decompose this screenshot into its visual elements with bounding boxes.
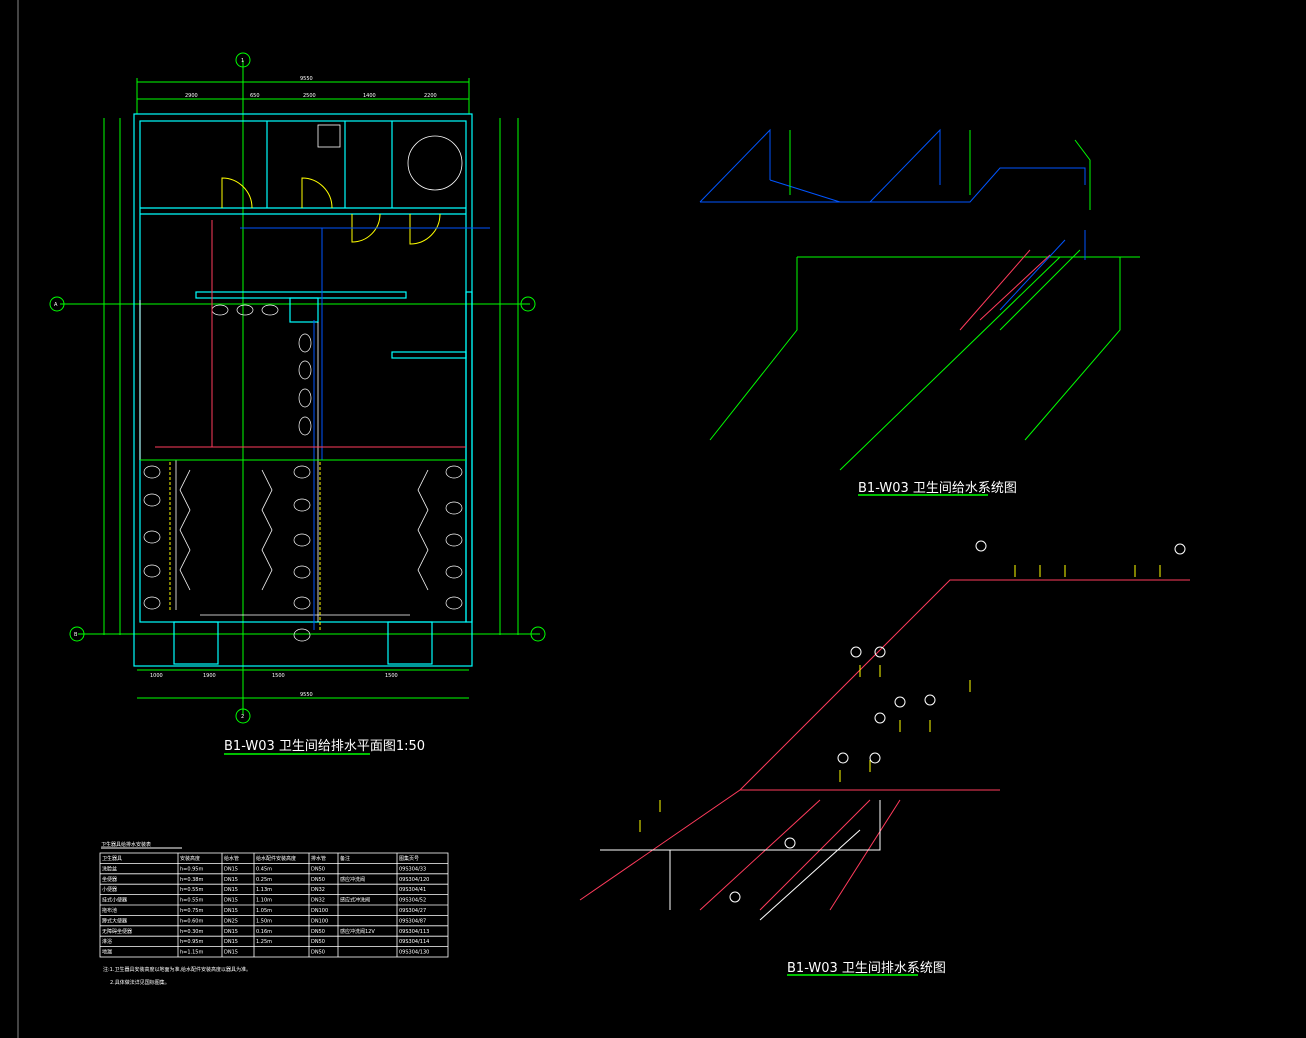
table-cell: 1.13m bbox=[256, 887, 272, 893]
table-cell: 地漏 bbox=[102, 949, 112, 956]
table-cell: 09S304/41 bbox=[399, 887, 426, 893]
table-cell: DN25 bbox=[224, 918, 238, 924]
table-cell: h=0.95m bbox=[180, 866, 203, 872]
dim-top-seg: 2500 bbox=[303, 93, 316, 99]
table-cell: h=0.60m bbox=[180, 918, 203, 924]
table-cell: 0.16m bbox=[256, 929, 272, 935]
table-cell: h=1.15m bbox=[180, 950, 203, 956]
dimension-lines bbox=[49, 52, 546, 724]
table-cell: 1.50m bbox=[256, 918, 272, 924]
axis-label: 2 bbox=[241, 714, 244, 720]
table-cell: DN32 bbox=[311, 887, 325, 893]
table-header: 卫生器具 bbox=[102, 855, 122, 862]
table-cell: h=0.55m bbox=[180, 887, 203, 893]
table-cell: DN50 bbox=[311, 950, 325, 956]
table-cell: 1.10m bbox=[256, 898, 272, 904]
table-cell: 1.05m bbox=[256, 908, 272, 914]
table-cell: DN50 bbox=[311, 866, 325, 872]
table-cell: DN15 bbox=[224, 877, 238, 883]
table-cell: h=0.95m bbox=[180, 939, 203, 945]
table-header: 安装高度 bbox=[180, 855, 200, 862]
table-cell: 洗脸盆 bbox=[102, 865, 117, 872]
dim-top-total: 9550 bbox=[300, 76, 313, 82]
axis-label: A bbox=[54, 302, 58, 308]
table-header: 给水管 bbox=[224, 855, 239, 862]
table-cell: h=0.38m bbox=[180, 877, 203, 883]
axis-label: 1 bbox=[241, 58, 244, 64]
doors bbox=[221, 177, 441, 245]
table-cell: h=0.55m bbox=[180, 898, 203, 904]
dim-bottom-seg: 1900 bbox=[203, 673, 216, 679]
axis-label: B bbox=[74, 632, 78, 638]
supply-system-diagram bbox=[699, 128, 1140, 471]
table-cell: 感应式冲洗阀 bbox=[340, 897, 370, 904]
plan-title: B1-W03 卫生间给排水平面图1:50 bbox=[224, 739, 425, 754]
drain-system-diagram bbox=[579, 540, 1190, 921]
table-cell: 无障碍坐便器 bbox=[102, 928, 132, 935]
table-cell: 1.25m bbox=[256, 939, 272, 945]
table-header: 给水配件安装高度 bbox=[256, 855, 296, 862]
table-cell: DN100 bbox=[311, 908, 328, 914]
table-cell: 09S304/113 bbox=[399, 929, 429, 935]
table-cell: 09S304/27 bbox=[399, 908, 426, 914]
table-cell: 淋浴 bbox=[102, 938, 112, 945]
table-header: 排水管 bbox=[311, 855, 326, 862]
table-cell: 09S304/130 bbox=[399, 950, 429, 956]
table-cell: DN50 bbox=[311, 929, 325, 935]
table-cell: DN15 bbox=[224, 908, 238, 914]
dim-bottom-seg: 1500 bbox=[385, 673, 398, 679]
floor-plan: 9550 2900 650 2500 1400 2200 9550 1000 1… bbox=[49, 52, 546, 724]
table-cell: h=0.75m bbox=[180, 908, 203, 914]
pipes-plan bbox=[140, 220, 490, 630]
table-cell: 09S304/33 bbox=[399, 866, 426, 872]
table-cell: 09S304/87 bbox=[399, 918, 426, 924]
fixture-table: 卫生器具给排水安装表 卫生器具 安装高度 给水管 给水配件安装高度 排水管 备注 图集页号洗… bbox=[99, 841, 449, 986]
table-cell: 感应冲洗阀12V bbox=[340, 928, 375, 935]
table-cell: 0.25m bbox=[256, 877, 272, 883]
table-cell: DN15 bbox=[224, 939, 238, 945]
table-cell: DN15 bbox=[224, 898, 238, 904]
table-cell: 拖布池 bbox=[102, 907, 117, 914]
dim-top-seg: 1400 bbox=[363, 93, 376, 99]
table-cell: DN50 bbox=[311, 877, 325, 883]
table-cell: DN32 bbox=[311, 898, 325, 904]
table-cell: 坐便器 bbox=[102, 876, 117, 883]
dim-top-seg: 2200 bbox=[424, 93, 437, 99]
table-header: 图集页号 bbox=[399, 855, 419, 862]
table-cell: 小便器 bbox=[102, 886, 117, 893]
dim-bottom-total: 9550 bbox=[300, 692, 313, 698]
table-cell: DN50 bbox=[311, 939, 325, 945]
drain-title: B1-W03 卫生间排水系统图 bbox=[787, 961, 946, 976]
table-cell: 09S304/52 bbox=[399, 898, 426, 904]
dim-bottom-seg: 1500 bbox=[272, 673, 285, 679]
table-cell: DN15 bbox=[224, 929, 238, 935]
walls bbox=[133, 113, 473, 667]
table-cell: h=0.30m bbox=[180, 929, 203, 935]
table-cell: DN15 bbox=[224, 866, 238, 872]
table-note: 2.具体做法详见国标图集。 bbox=[110, 979, 170, 986]
table-cell: DN15 bbox=[224, 887, 238, 893]
dim-bottom-seg: 1000 bbox=[150, 673, 163, 679]
table-cell: 09S304/114 bbox=[399, 939, 429, 945]
table-cell: 感应冲洗阀 bbox=[340, 876, 365, 883]
fixtures bbox=[143, 304, 463, 642]
table-cell: 挂式小便器 bbox=[102, 897, 127, 904]
supply-title: B1-W03 卫生间给水系统图 bbox=[858, 481, 1017, 496]
dim-top-seg: 2900 bbox=[185, 93, 198, 99]
table-header: 备注 bbox=[340, 855, 350, 862]
table-cell: DN15 bbox=[224, 950, 238, 956]
table-cell: DN100 bbox=[311, 918, 328, 924]
table-note: 注:1.卫生器具安装高度以地面为准,给水配件安装高度以器具为准。 bbox=[103, 966, 251, 973]
table-cell: 09S304/120 bbox=[399, 877, 429, 883]
table-title: 卫生器具给排水安装表 bbox=[101, 841, 151, 848]
stall-partitions bbox=[139, 124, 466, 622]
dim-top-seg: 650 bbox=[250, 93, 260, 99]
table-cell: 蹲式大便器 bbox=[102, 917, 127, 924]
table-cell: 0.45m bbox=[256, 866, 272, 872]
